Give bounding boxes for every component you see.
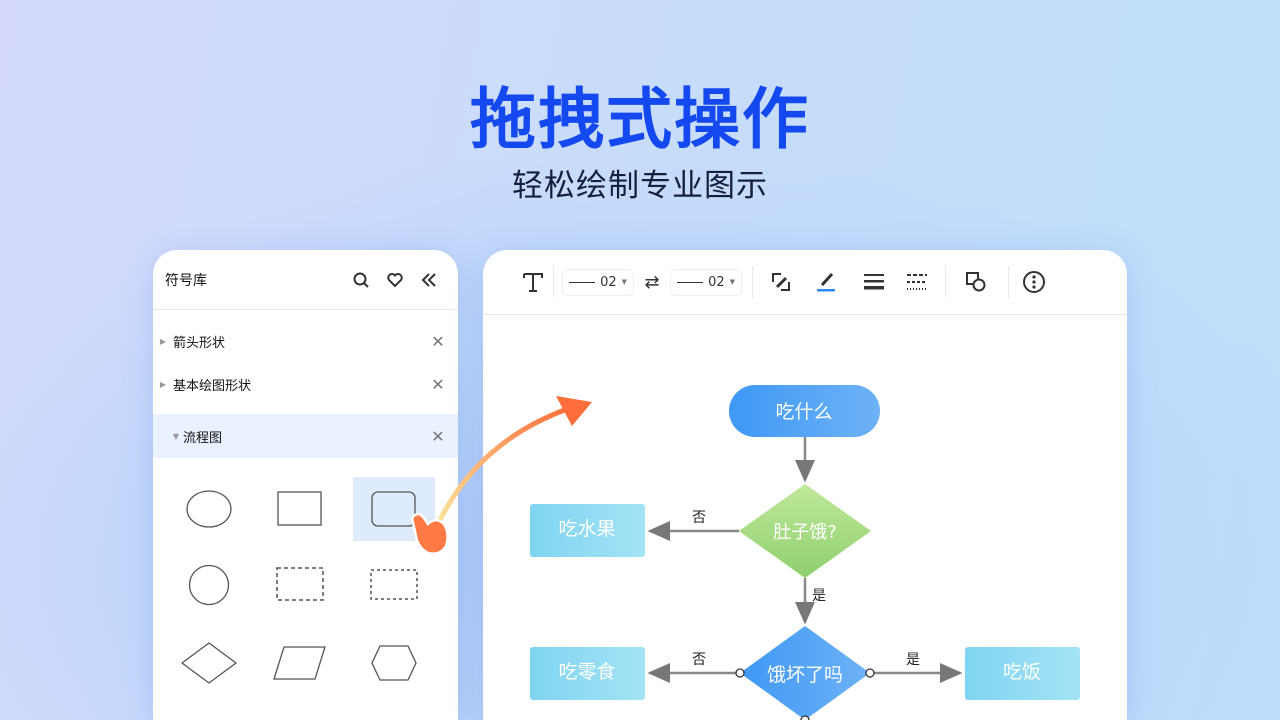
dropdown-caret-icon: ▼ bbox=[729, 278, 735, 286]
snack-label: 吃零食 bbox=[558, 661, 615, 683]
dropdown-caret-icon: ▼ bbox=[621, 278, 627, 286]
start-node-label: 吃什么 bbox=[775, 401, 832, 423]
toolbar: 02 ▼ ⇄ 02 ▼ bbox=[483, 250, 1127, 315]
snack-node bbox=[530, 647, 645, 700]
more-options-icon[interactable] bbox=[1019, 270, 1049, 294]
line-weight-icon[interactable] bbox=[851, 272, 897, 292]
hero-title: 拖拽式操作 bbox=[470, 81, 810, 158]
line-start-width-value: 02 bbox=[600, 274, 617, 290]
favorite-heart-icon[interactable] bbox=[378, 271, 412, 289]
edge-label-no: 否 bbox=[692, 510, 706, 526]
hand-cursor-icon bbox=[410, 512, 449, 555]
connectors bbox=[647, 437, 963, 683]
line-style-icon[interactable] bbox=[897, 272, 937, 292]
text-tool-icon[interactable] bbox=[521, 270, 545, 294]
shape-dotted-rectangle[interactable] bbox=[353, 553, 435, 617]
connection-point bbox=[735, 668, 745, 678]
shape-diamond[interactable] bbox=[168, 631, 250, 695]
library-title: 符号库 bbox=[165, 272, 207, 289]
fruit-label: 吃水果 bbox=[558, 518, 615, 540]
swap-icon[interactable]: ⇄ bbox=[644, 271, 660, 293]
collapse-double-chevron-icon[interactable] bbox=[412, 271, 446, 289]
hero-subtitle: 轻松绘制专业图示 bbox=[512, 168, 768, 204]
connection-point bbox=[865, 668, 875, 678]
fill-brush-icon[interactable] bbox=[761, 270, 801, 294]
category-label: 基本绘图形状 bbox=[173, 378, 252, 394]
collapse-triangle-icon: ▼ bbox=[172, 431, 179, 441]
close-icon[interactable]: ✕ bbox=[431, 331, 445, 351]
start-node bbox=[729, 385, 880, 437]
line-color-icon[interactable] bbox=[801, 270, 851, 294]
expand-triangle-icon: ▶ bbox=[159, 379, 167, 389]
shape-ellipse[interactable] bbox=[168, 477, 250, 541]
fruit-node bbox=[530, 504, 645, 557]
edge-label-yes: 是 bbox=[906, 652, 920, 668]
drag-arrow-icon bbox=[437, 396, 592, 523]
category-arrow-shapes[interactable]: ▶ 箭头形状 ✕ bbox=[153, 319, 458, 363]
decision1-node bbox=[739, 484, 871, 578]
shape-hexagon[interactable] bbox=[353, 631, 435, 695]
line-start-width-select[interactable]: 02 ▼ bbox=[562, 268, 634, 296]
search-icon[interactable] bbox=[344, 271, 378, 289]
category-flowchart[interactable]: ▼ 流程图 ✕ bbox=[153, 414, 458, 458]
decision2-label: 饿坏了吗 bbox=[767, 664, 843, 686]
shape-rectangle[interactable] bbox=[259, 477, 341, 541]
category-basic-shapes[interactable]: ▶ 基本绘图形状 ✕ bbox=[153, 362, 458, 406]
shape-circle[interactable] bbox=[168, 553, 250, 617]
shape-parallelogram[interactable] bbox=[259, 631, 341, 695]
line-end-width-value: 02 bbox=[708, 274, 725, 290]
category-label: 流程图 bbox=[183, 430, 223, 446]
line-end-width-select[interactable]: 02 ▼ bbox=[670, 268, 742, 296]
shapes-icon[interactable] bbox=[954, 270, 998, 294]
decision2-node bbox=[740, 626, 870, 720]
decision1-label: 肚子饿? bbox=[773, 522, 837, 543]
symbol-library-panel: 符号库 ▶ 箭头形状 ✕ ▶ 基本绘图形状 ✕ ▼ 流程图 ✕ bbox=[153, 250, 458, 720]
connection-point bbox=[800, 715, 810, 720]
edge-label-no: 否 bbox=[692, 652, 706, 668]
category-label: 箭头形状 bbox=[173, 335, 226, 351]
meal-label: 吃饭 bbox=[1003, 661, 1041, 683]
close-icon[interactable]: ✕ bbox=[431, 374, 445, 394]
meal-node bbox=[965, 647, 1080, 700]
shape-dashed-rectangle[interactable] bbox=[259, 553, 341, 617]
expand-triangle-icon: ▶ bbox=[159, 336, 167, 346]
edge-label-yes: 是 bbox=[812, 588, 826, 604]
close-icon[interactable]: ✕ bbox=[431, 426, 445, 446]
